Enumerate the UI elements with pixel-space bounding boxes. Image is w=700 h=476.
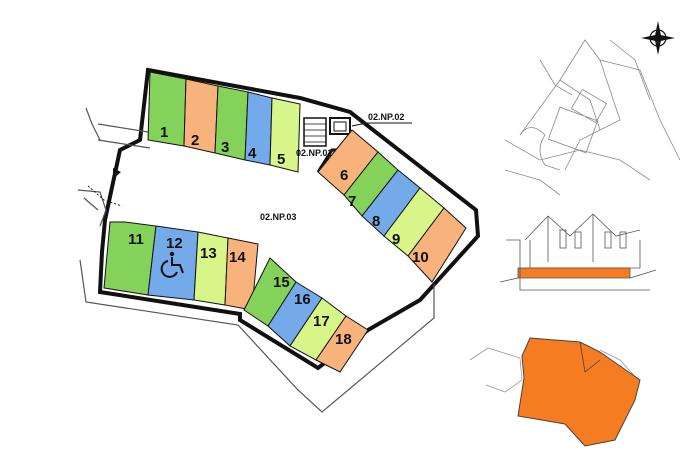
wheelchair-icon xyxy=(160,251,184,278)
parking-space-fill xyxy=(103,221,157,296)
parking-space-number: 14 xyxy=(229,249,246,266)
parking-space-18: 18 xyxy=(315,315,369,373)
room-labels: 02.NP.02 02.NP.01 02.NP.03 xyxy=(260,112,412,222)
parking-space-number: 4 xyxy=(248,145,257,162)
parking-space-fill xyxy=(315,315,369,373)
parking-space-number: 2 xyxy=(191,132,199,149)
parking-space-number: 6 xyxy=(340,167,348,184)
parking-space-fill xyxy=(269,97,301,173)
parking-space-number: 3 xyxy=(221,139,229,156)
floor-key-thumbnail xyxy=(469,337,641,447)
room-label-np01: 02.NP.01 xyxy=(296,148,332,158)
parking-space-number: 9 xyxy=(392,231,400,248)
parking-space-number: 7 xyxy=(348,193,356,210)
compass-rose-icon xyxy=(641,21,675,55)
parking-space-number: 12 xyxy=(166,235,183,252)
parking-space-number: 15 xyxy=(273,274,290,291)
parking-space-number: 13 xyxy=(200,245,217,262)
parking-space-number: 1 xyxy=(160,124,168,141)
parking-space-number: 10 xyxy=(412,249,429,266)
parking-space-15: 15 xyxy=(243,257,297,327)
parking-space-number: 5 xyxy=(277,151,285,168)
parking-space-fill xyxy=(183,78,219,154)
entry-arrow-icon xyxy=(87,168,123,207)
room-label-np03: 02.NP.03 xyxy=(260,212,296,222)
section-thumbnail xyxy=(499,213,657,291)
room-label-np02: 02.NP.02 xyxy=(368,112,404,122)
parking-space-2: 2 xyxy=(183,78,219,154)
parking-space-10: 10 xyxy=(407,207,467,283)
parking-space-number: 16 xyxy=(294,291,311,308)
parking-space-16: 16 xyxy=(267,281,323,347)
parking-space-11: 11 xyxy=(103,221,157,296)
parking-space-fill xyxy=(214,85,249,161)
parking-space-5: 5 xyxy=(269,97,301,173)
parking-space-3: 3 xyxy=(214,85,249,161)
parking-space-12: 12 xyxy=(147,225,199,301)
parking-space-number: 17 xyxy=(313,313,330,330)
parking-space-1: 1 xyxy=(147,71,187,147)
site-plan-thumbnail xyxy=(504,39,681,196)
parking-space-number: 18 xyxy=(335,331,352,348)
stair-core xyxy=(303,117,351,173)
parking-space-13: 13 xyxy=(193,231,229,306)
parking-space-number: 11 xyxy=(128,231,144,248)
parking-space-fill xyxy=(193,231,229,306)
parking-space-fill xyxy=(407,207,467,283)
parking-space-number: 8 xyxy=(372,213,380,230)
parking-space-4: 4 xyxy=(244,91,273,166)
